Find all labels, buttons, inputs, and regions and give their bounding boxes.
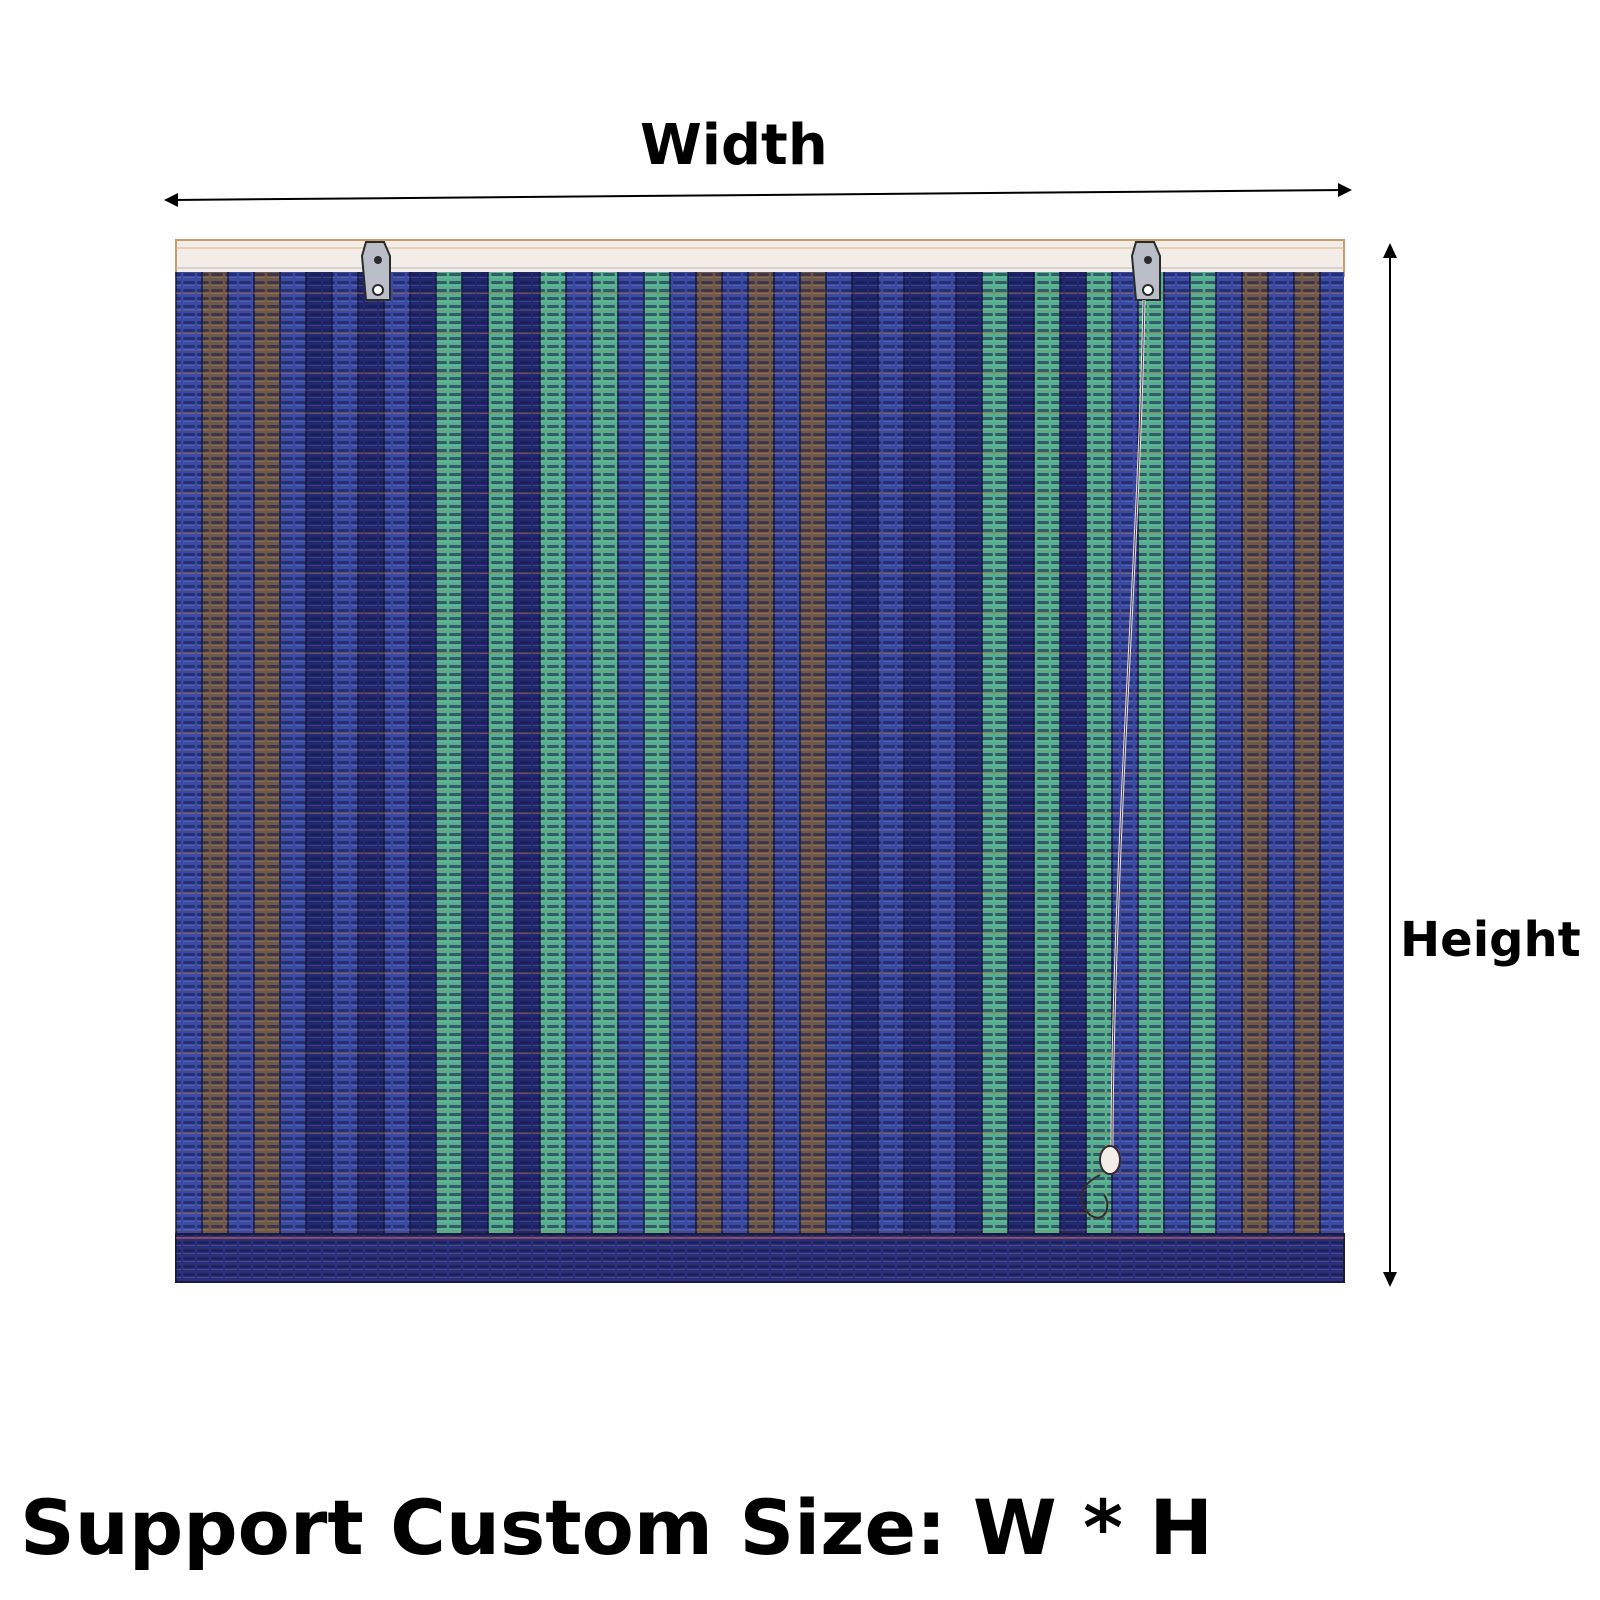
pull-cord-icon	[1080, 299, 1146, 1219]
bamboo-roller-blind	[175, 239, 1345, 1283]
right-bracket-icon	[1130, 241, 1161, 301]
left-bracket-icon	[360, 241, 391, 301]
height-label: Height	[1400, 912, 1581, 968]
top-rail	[175, 239, 1345, 277]
height-arrow-icon	[1383, 243, 1397, 1287]
width-arrow-icon	[164, 183, 1352, 207]
custom-size-caption: Support Custom Size: W * H	[20, 1483, 1213, 1572]
width-label: Width	[640, 113, 828, 178]
